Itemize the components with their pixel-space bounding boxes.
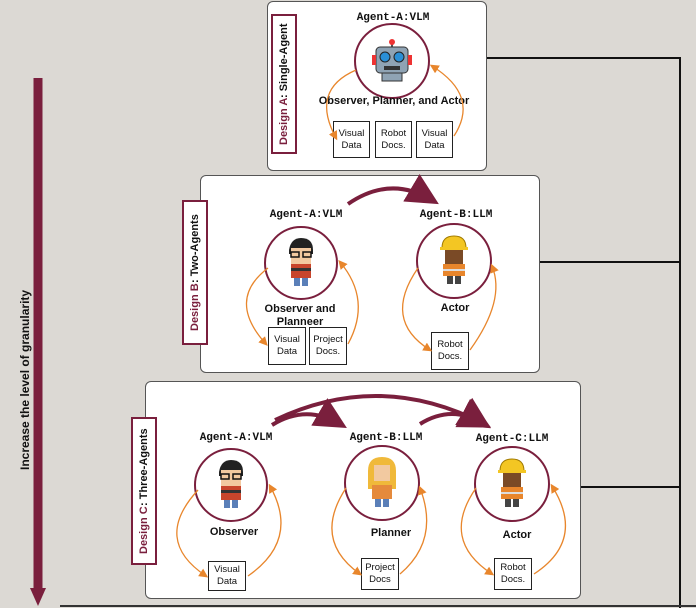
agent-b-title: Agent-B:LLM <box>419 209 493 221</box>
woman-blonde-icon <box>368 457 396 507</box>
doc-project-docs: Project Docs. <box>309 327 347 365</box>
agent-a-title: Agent-A:VLM <box>199 432 273 444</box>
agent-a-title: Agent-A:VLM <box>356 12 430 24</box>
agent-c-role: Actor <box>502 529 532 541</box>
loop-arrow <box>399 485 428 575</box>
loop-arrow <box>245 267 269 346</box>
connector-a <box>418 50 681 608</box>
handoff-arrow-c2 <box>274 394 492 428</box>
agent-a-role: Observer and Planneer <box>264 303 336 328</box>
loop-arrow <box>469 263 499 351</box>
construction-worker-icon <box>498 458 526 507</box>
loop-arrow <box>338 260 359 345</box>
agent-a-title: Agent-A:VLM <box>269 209 343 221</box>
loop-arrow <box>401 267 433 352</box>
robot-icon <box>372 39 412 82</box>
handoff-arrow-c3 <box>418 397 491 429</box>
loop-arrow <box>460 487 495 576</box>
doc-robot-docs: Robot Docs. <box>375 121 412 158</box>
agent-c-circle <box>474 446 550 522</box>
agent-a-circle <box>354 23 430 99</box>
loop-arrow <box>326 69 357 141</box>
handoff-arrow-c1 <box>270 398 347 429</box>
agent-a-circle <box>194 448 268 522</box>
loop-arrow <box>176 489 209 578</box>
agent-a-circle <box>264 226 338 300</box>
handoff-arrow-b <box>346 173 439 206</box>
boy-with-glasses-icon <box>289 238 313 286</box>
agent-b-circle <box>344 445 420 521</box>
agent-c-title: Agent-C:LLM <box>475 433 549 445</box>
doc-robot-docs: Robot Docs. <box>494 558 532 590</box>
boy-with-glasses-icon <box>219 460 243 508</box>
agent-b-circle <box>416 223 492 299</box>
agent-b-title: Agent-B:LLM <box>349 432 423 444</box>
doc-visual-data: Visual Data <box>333 121 370 158</box>
doc-robot-docs: Robot Docs. <box>431 332 469 370</box>
agent-b-role: Planner <box>370 527 412 539</box>
granularity-label: Increase the level of granularity <box>18 289 32 470</box>
agent-a-role: Observer <box>209 526 259 538</box>
loop-arrow <box>429 64 464 137</box>
construction-worker-icon <box>440 235 468 284</box>
loop-arrow <box>331 487 363 576</box>
doc-project-docs: Project Docs <box>361 558 399 590</box>
loop-arrow <box>533 483 567 575</box>
loop-arrow <box>247 483 282 577</box>
agent-a-role: Observer, Planner, and Actor <box>318 95 470 107</box>
agent-b-role: Actor <box>440 302 470 314</box>
doc-visual-data: Visual Data <box>208 561 246 591</box>
doc-visual-data: Visual Data <box>268 327 306 365</box>
granularity-arrow-head <box>30 588 46 606</box>
doc-visual-data: Visual Data <box>416 121 453 158</box>
